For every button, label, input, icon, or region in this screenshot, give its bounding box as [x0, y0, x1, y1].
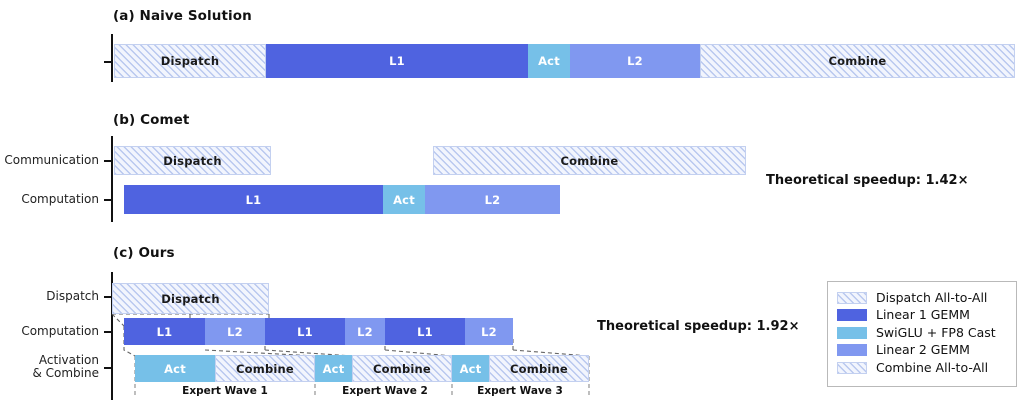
- bar-l2-wave2-ours: L2: [345, 318, 385, 345]
- bar-dispatch-comet: Dispatch: [114, 146, 271, 175]
- swiglu-fp8-cast-swatch-icon: [837, 326, 867, 339]
- bar-l2-wave1-ours: L2: [205, 318, 265, 345]
- combine-all-to-all-swatch-icon: [837, 361, 867, 374]
- row-label-activation-line2: & Combine: [32, 366, 99, 380]
- wave-caption-3: Expert Wave 3: [477, 385, 563, 397]
- legend-item-linear-1-gemm: Linear 1 GEMM: [837, 307, 1007, 325]
- legend-label: Linear 1 GEMM: [876, 307, 970, 323]
- panel-title-comet: (b) Comet: [113, 112, 190, 128]
- speedup-comet: Theoretical speedup: 1.42×: [766, 173, 969, 188]
- axis-tick-ours-computation: [104, 331, 113, 333]
- legend-label: Combine All-to-All: [876, 359, 989, 375]
- bar-act-naive: Act: [528, 44, 570, 78]
- panel-title-ours: (c) Ours: [113, 245, 175, 261]
- axis-tick-comet-communication: [104, 160, 113, 162]
- bar-combine-comet: Combine: [433, 146, 746, 175]
- legend-item-linear-2-gemm: Linear 2 GEMM: [837, 342, 1007, 360]
- axis-line-naive: [111, 34, 113, 82]
- bar-l2-comet: L2: [425, 185, 560, 214]
- bar-l1-wave1-ours: L1: [124, 318, 205, 345]
- bar-l1-wave3-ours: L1: [385, 318, 465, 345]
- bar-l2-naive: L2: [570, 44, 700, 78]
- bar-act-wave2-ours: Act: [315, 355, 352, 382]
- legend-item-combine-all-to-all: Combine All-to-All: [837, 359, 1007, 377]
- bar-dispatch-naive: Dispatch: [114, 44, 266, 78]
- row-label-computation-comet: Computation: [21, 192, 99, 206]
- bar-combine-wave2-ours: Combine: [352, 355, 452, 382]
- axis-line-ours: [111, 272, 113, 400]
- row-label-activation-combine: Activation & Combine: [0, 354, 99, 380]
- bar-dispatch-ours: Dispatch: [112, 283, 269, 314]
- axis-tick-comet-computation: [104, 199, 113, 201]
- legend-label: SwiGLU + FP8 Cast: [876, 324, 996, 340]
- axis-tick-ours-dispatch: [104, 296, 113, 298]
- legend: Dispatch All-to-All Linear 1 GEMM SwiGLU…: [827, 281, 1017, 387]
- row-label-activation-line1: Activation: [38, 353, 99, 367]
- bar-combine-wave3-ours: Combine: [489, 355, 589, 382]
- bar-l1-comet: L1: [124, 185, 383, 214]
- dispatch-all-to-all-swatch-icon: [837, 291, 867, 304]
- legend-item-dispatch-all-to-all: Dispatch All-to-All: [837, 289, 1007, 307]
- bar-l1-wave2-ours: L1: [265, 318, 345, 345]
- linear-1-gemm-swatch-icon: [837, 309, 867, 322]
- wave-caption-1: Expert Wave 1: [182, 385, 268, 397]
- legend-label: Dispatch All-to-All: [876, 289, 988, 305]
- bar-act-comet: Act: [383, 185, 425, 214]
- bar-l2-wave3-ours: L2: [465, 318, 513, 345]
- axis-line-comet: [111, 136, 113, 222]
- legend-item-swiglu-fp8-cast: SwiGLU + FP8 Cast: [837, 324, 1007, 342]
- legend-label: Linear 2 GEMM: [876, 342, 970, 358]
- bar-l1-naive: L1: [266, 44, 528, 78]
- bar-act-wave1-ours: Act: [135, 355, 215, 382]
- row-label-dispatch-ours: Dispatch: [46, 289, 99, 303]
- wave-caption-2: Expert Wave 2: [342, 385, 428, 397]
- panel-title-naive: (a) Naive Solution: [113, 8, 252, 24]
- bar-combine-naive: Combine: [700, 44, 1015, 78]
- axis-tick-naive-0: [104, 61, 113, 63]
- row-label-computation-ours: Computation: [21, 324, 99, 338]
- row-label-communication: Communication: [4, 153, 99, 167]
- bar-act-wave3-ours: Act: [452, 355, 489, 382]
- axis-tick-ours-activation: [104, 367, 113, 369]
- speedup-ours: Theoretical speedup: 1.92×: [597, 319, 800, 334]
- linear-2-gemm-swatch-icon: [837, 344, 867, 357]
- bar-combine-wave1-ours: Combine: [215, 355, 315, 382]
